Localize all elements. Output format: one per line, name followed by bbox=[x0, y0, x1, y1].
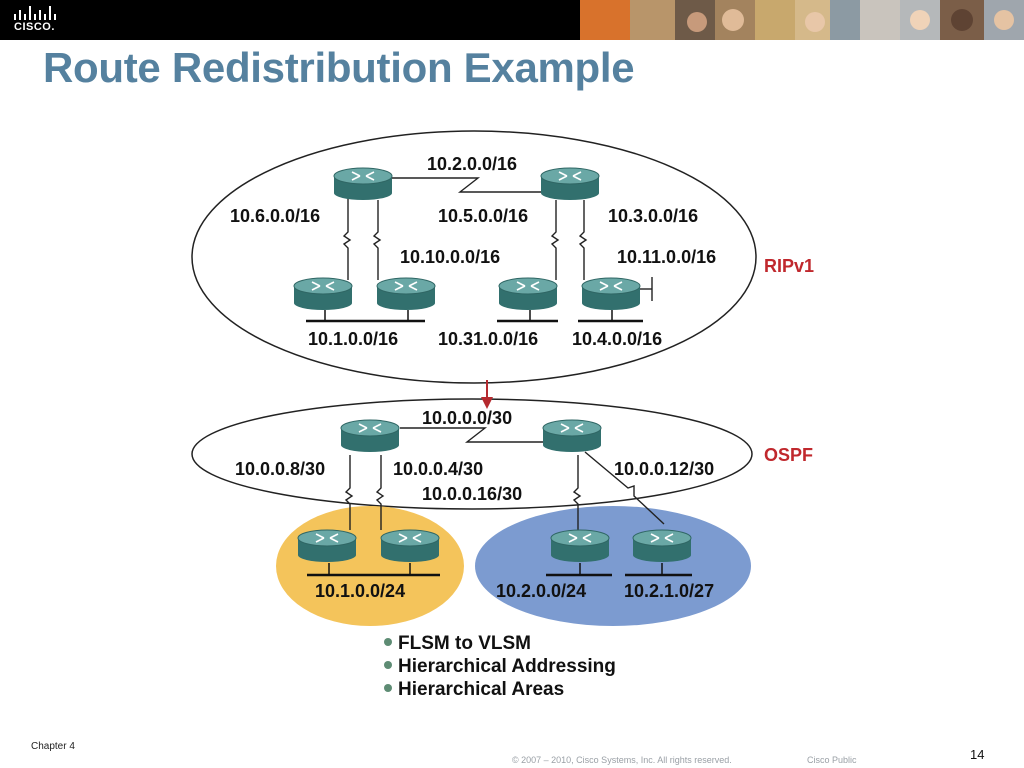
ospf-label: OSPF bbox=[764, 445, 813, 465]
lan-drops bbox=[324, 310, 663, 575]
ospf-domain-ellipse bbox=[191, 398, 753, 510]
lan-label: 10.1.0.0/16 bbox=[308, 329, 398, 349]
bullet-dot-icon bbox=[384, 638, 392, 646]
link-label: 10.0.0.0/30 bbox=[422, 408, 512, 428]
router-rip-top-left bbox=[333, 167, 393, 201]
router-rip-bottom-4 bbox=[581, 277, 641, 311]
router-rip-bottom-1 bbox=[293, 277, 353, 311]
link-label: 10.11.0.0/16 bbox=[617, 247, 716, 267]
lan-label: 10.2.0.0/24 bbox=[496, 581, 586, 601]
router-area-1 bbox=[297, 529, 357, 563]
ospf-area-right bbox=[475, 506, 751, 626]
router-rip-bottom-3 bbox=[498, 277, 558, 311]
link-label: 10.3.0.0/16 bbox=[608, 206, 698, 226]
bullet-dot-icon bbox=[384, 661, 392, 669]
bullet-item: Hierarchical Addressing bbox=[384, 655, 616, 678]
bullet-item: FLSM to VLSM bbox=[384, 632, 616, 655]
chapter-label: Chapter 4 bbox=[31, 741, 75, 752]
link-label: 10.0.0.8/30 bbox=[235, 459, 325, 479]
link-label: 10.0.0.4/30 bbox=[393, 459, 483, 479]
slide-title: Route Redistribution Example bbox=[43, 44, 635, 91]
router-rip-top-right bbox=[540, 167, 600, 201]
lan-label: 10.4.0.0/16 bbox=[572, 329, 662, 349]
bullet-item: Hierarchical Areas bbox=[384, 678, 616, 701]
router-area-4 bbox=[632, 529, 692, 563]
link-label: 10.10.0.0/16 bbox=[400, 247, 500, 267]
network-labels: 10.2.0.0/16 10.6.0.0/16 10.5.0.0/16 10.3… bbox=[230, 154, 814, 601]
header-bar: CISCO. bbox=[0, 0, 1024, 40]
logo-text: CISCO. bbox=[14, 21, 55, 33]
cisco-logo-icon bbox=[14, 6, 56, 20]
router-ospf-right bbox=[542, 419, 602, 453]
links bbox=[342, 177, 665, 530]
router-ospf-left bbox=[340, 419, 400, 453]
link-label: 10.5.0.0/16 bbox=[438, 206, 528, 226]
link-label: 10.0.0.12/30 bbox=[614, 459, 714, 479]
classification-label: Cisco Public bbox=[807, 755, 857, 765]
lan-label: 10.31.0.0/16 bbox=[438, 329, 538, 349]
ripv1-label: RIPv1 bbox=[764, 256, 814, 276]
link-label: 10.2.0.0/16 bbox=[427, 154, 517, 174]
ospf-area-left bbox=[276, 506, 464, 626]
link-label: 10.6.0.0/16 bbox=[230, 206, 320, 226]
page-number: 14 bbox=[970, 747, 985, 762]
lan-label: 10.2.1.0/27 bbox=[624, 581, 714, 601]
copyright-notice: © 2007 – 2010, Cisco Systems, Inc. All r… bbox=[512, 755, 732, 765]
lan-label: 10.1.0.0/24 bbox=[315, 581, 405, 601]
bullet-text: Hierarchical Areas bbox=[398, 679, 565, 700]
router-rip-bottom-2 bbox=[376, 277, 436, 311]
photo-strip bbox=[580, 0, 1024, 40]
router-area-2 bbox=[380, 529, 440, 563]
bullet-list: FLSM to VLSM Hierarchical Addressing Hie… bbox=[384, 632, 616, 701]
redistribution-arrow bbox=[481, 380, 493, 409]
bullet-dot-icon bbox=[384, 684, 392, 692]
link-label: 10.0.0.16/30 bbox=[422, 484, 522, 504]
bullet-text: FLSM to VLSM bbox=[398, 633, 531, 654]
bullet-text: Hierarchical Addressing bbox=[398, 656, 616, 677]
router-area-3 bbox=[550, 529, 610, 563]
